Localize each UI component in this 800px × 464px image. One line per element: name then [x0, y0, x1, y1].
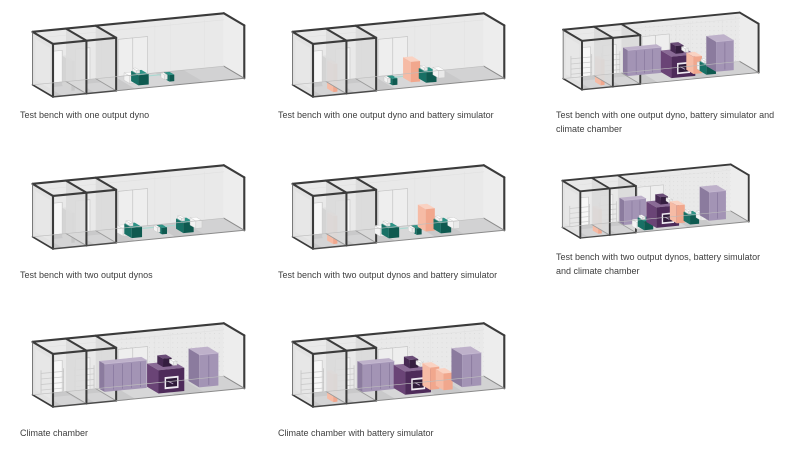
container-illustration-one-dyno-battery-climate: [562, 11, 760, 91]
container-illustration-one-dyno: [31, 12, 246, 98]
caption: Test bench with one output dyno, battery…: [556, 108, 774, 136]
config-card-two-dynos: Test bench with two output dynos: [14, 156, 272, 306]
config-card-one-dyno-battery: Test bench with one output dyno and batt…: [274, 4, 532, 154]
caption: Test bench with two output dynos and bat…: [278, 268, 497, 282]
caption-line: Test bench with two output dynos: [20, 270, 153, 280]
caption: Climate chamber: [20, 426, 88, 440]
caption: Test bench with one output dyno and batt…: [278, 108, 494, 122]
caption-line: Test bench with one output dyno: [20, 110, 150, 120]
configurations-grid: Test bench with one output dyno Test ben…: [14, 4, 800, 438]
caption-line: and climate chamber: [556, 266, 640, 276]
caption: Test bench with two output dynos: [20, 268, 153, 282]
container-illustration-climate-chamber-battery: [291, 322, 506, 408]
config-card-two-dynos-battery: Test bench with two output dynos and bat…: [274, 156, 532, 306]
config-card-climate-chamber: Climate chamber: [14, 314, 272, 464]
caption-line: Climate chamber: [20, 428, 89, 438]
container-illustration-two-dynos-battery: [291, 164, 506, 250]
caption: Test bench with two output dynos, batter…: [556, 250, 760, 278]
caption-line: Test bench with two output dynos and bat…: [278, 270, 498, 280]
config-card-two-dynos-battery-climate: Test bench with two output dynos, batter…: [546, 156, 800, 306]
container-illustration-two-dynos: [31, 164, 246, 250]
container-illustration-two-dynos-battery-climate: [561, 163, 750, 239]
caption: Climate chamber with battery simulator: [278, 426, 434, 440]
config-card-climate-chamber-battery: Climate chamber with battery simulator: [274, 314, 532, 464]
caption: Test bench with one output dyno: [20, 108, 149, 122]
config-card-one-dyno-battery-climate: Test bench with one output dyno, battery…: [546, 4, 800, 154]
caption-line: Climate chamber with battery simulator: [278, 428, 434, 438]
config-card-one-dyno: Test bench with one output dyno: [14, 4, 272, 154]
caption-line: climate chamber: [556, 124, 623, 134]
caption-line: Test bench with one output dyno and batt…: [278, 110, 494, 120]
caption-line: Test bench with two output dynos, batter…: [556, 252, 761, 262]
container-illustration-climate-chamber: [31, 322, 246, 408]
caption-line: Test bench with one output dyno, battery…: [556, 110, 775, 120]
container-illustration-one-dyno-battery: [291, 12, 506, 98]
